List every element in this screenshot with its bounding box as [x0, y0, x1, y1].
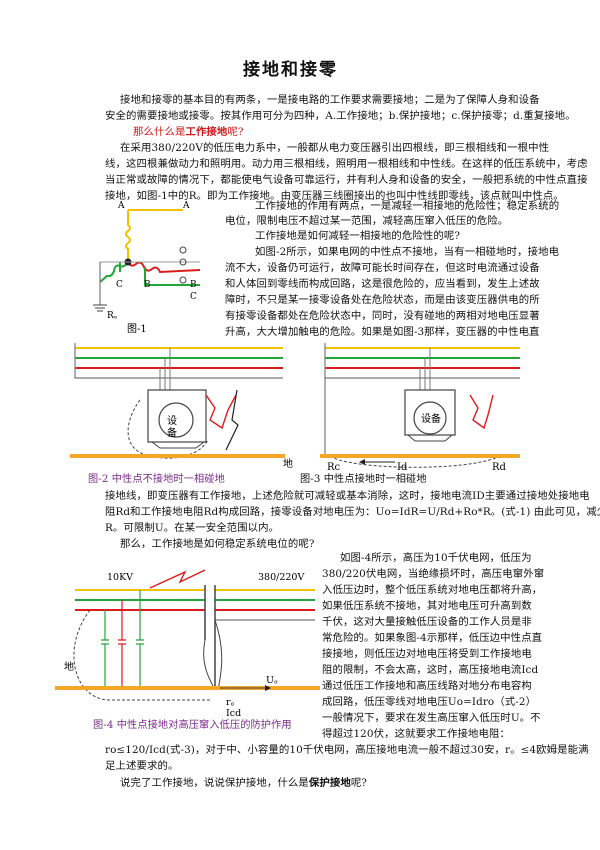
fig3-equipment — [404, 389, 456, 442]
fig1-label-b-mid: B — [144, 280, 151, 290]
fig2-lines — [74, 343, 283, 390]
fig4-ground-label: 地 — [64, 660, 74, 673]
para4-line-4: 如果低压系统不接地，其对地电压可升高到数 — [322, 600, 532, 612]
fig4-caption: 图-4 中性点接地对高压窜入低压的防护作用 — [93, 720, 292, 731]
para4-line-12: 得超过120伏，这就要求工作接地电阻： — [322, 728, 510, 740]
page-title: 接地和接零 — [243, 60, 338, 80]
closing-line: 说完了工作接地，说说保护接地，什么是保护接地呢? — [120, 775, 367, 791]
para2-line-9: 升高，大大增加触电的危险。如果是如图-3那样，变压器的中性电直 — [225, 326, 540, 338]
fig2-ground-label: 地 — [283, 457, 293, 470]
para2-line-3: 工作接地是如何减轻一相接地的危险性的呢? — [255, 230, 460, 242]
fig1-transformer — [93, 209, 201, 312]
para4-line-6: 常危险的。如果象图-4示那样，低压边中性点直 — [322, 632, 543, 644]
para1-line-2: 线，这四根兼做动力和照明用。动力用三根相线，照明用一根相线和中性线。在这样的低压… — [105, 158, 588, 170]
fig2-equipment-label-1: 设 — [167, 415, 177, 427]
para4-line-5: 千伏，这对大量接触低压设备的工作人员是非 — [322, 616, 532, 628]
para3-line-4: 那么，工作接地是如何稳定系统电位的呢? — [120, 538, 315, 550]
fig2-caption: 图-2 中性点不接地时一相碰地 — [88, 474, 225, 485]
para4-line-11: 一般情况下，要求在发生高压窜入低压时U。不 — [322, 712, 541, 724]
fig4-label-lv: 380/220V — [258, 572, 304, 583]
question-keyword: 工作接地 — [185, 126, 228, 138]
fig1-label-b-right: B — [190, 280, 197, 290]
para2-line-5: 流不大，设备仍可运行，故障可能长时间存在，但这时电流通过设备 — [225, 262, 540, 274]
fig1-caption: 图-1 — [127, 323, 147, 335]
para2-line-4: 如图-2所示，如果电网的中性点不接地，当有一相碰地时，接地电 — [255, 246, 560, 258]
para4-line-3: 入低压边时，整个低压系统对地电压都将升高， — [322, 584, 543, 596]
fig1-label-c-mid: C — [116, 280, 123, 290]
para4-line-2: 380/220伏电网，当绝缘损坏时，高压电窜外窜 — [322, 568, 545, 580]
fig3-equipment-label: 设备 — [421, 412, 441, 425]
intro-line-2: 安全的需要接地或接零。按其作用可分为四种，A.工作接地；b.保护接地；c.保护接… — [105, 110, 576, 122]
intro-line-1: 接地和接零的基本目的有两条，一是接电路的工作要求需要接地；二是为了保障人身和设备 — [120, 94, 540, 106]
para4-line-14: 足上述要求的。 — [105, 760, 179, 772]
para4-line-8: 阻的限制，不会太高，这时，高压接地电流Icd — [322, 664, 539, 676]
fig3-lines — [324, 343, 520, 455]
para2-line-8: 有接零设备都处在危险状态中，同时，没有碰地的两相对地电压显著 — [225, 310, 540, 322]
para3-line-3: R。可限制U。在某一安全范围以内。 — [105, 522, 280, 534]
para2-line-2: 电位，限制电压不超过某一范围，减轻高压窜入低压的危险。 — [225, 215, 509, 227]
para1-line-4: 接地，如图-1中的R。即为工作接地。由变压器三线圈接出的也叫中性线即零线，该点就… — [105, 190, 564, 202]
para3-line-1: 接地线，即变压器有工作接地，上述危险就可减轻或基本消除，这时，接地电流ID主要通… — [105, 490, 590, 502]
para2-line-7: 障时，不只是某一接零设备处在危险状态，而是由该变压器供电的所 — [225, 294, 540, 306]
para4-line-1: 如图-4所示，高压为10千伏电网，低压为 — [340, 552, 532, 564]
para2-line-1: 工作接地的作用有两点，一是减轻一相接地的危险性；稳定系统的 — [255, 200, 560, 212]
question-suffix: 呢? — [227, 126, 244, 138]
fig1-label-c-right: C — [190, 292, 197, 302]
para1-line-3: 当正常或故障的情况下，都能使电气设备可靠运行，并有利人身和设备的安全，一般把系统… — [105, 174, 588, 186]
question-prefix: 那么什么是 — [133, 126, 186, 138]
para3-line-2: 阻Rd和工作接地电阻Rd构成回路，接零设备对地电压为：Uo=IdR=U/Rd+R… — [105, 506, 600, 518]
closing-suffix: 呢? — [350, 777, 367, 789]
fig2-equipment-label-2: 备 — [167, 426, 177, 439]
para2-line-6: 和人体回到零线而构成回路，这是很危险的，应当看到，发生上述故 — [225, 278, 540, 290]
para4-line-7: 接接地，则低压边对地电压将受到工作接地电 — [322, 648, 532, 660]
para4-line-9: 通过低压工作接地和高压线路对地分布电容构 — [322, 680, 532, 692]
fig4-label-u: U。 — [266, 675, 284, 686]
question-work-grounding: 那么什么是工作接地呢? — [133, 124, 244, 140]
closing-keyword: 保护接地 — [308, 777, 351, 789]
fig3-label-rd: Rd — [492, 462, 507, 473]
fig2-equipment — [147, 389, 207, 449]
fig3-caption: 图-3 中性点接地时一相碰地 — [300, 474, 427, 485]
fig1-label-r: R。 — [107, 311, 123, 321]
fig4-label-r: r。 — [226, 697, 240, 708]
fig4-label-hv: 10KV — [107, 572, 133, 583]
closing-prefix: 说完了工作接地，说说保护接地，什么是 — [120, 777, 309, 789]
para1-line-1: 在采用380/220V的低压电力系中，一般都从电力变压器引出四根线，即三根相线和… — [120, 142, 550, 154]
para4-line-10: 成回路，低压零线对地电压Uo=Idro（式-2） — [322, 696, 537, 708]
para4-line-13: ro≤120/Icd(式-3)，对于中、小容量的10千伏电网，高压接地电流一般不… — [105, 744, 589, 756]
fig2-fault-arc — [205, 394, 237, 430]
